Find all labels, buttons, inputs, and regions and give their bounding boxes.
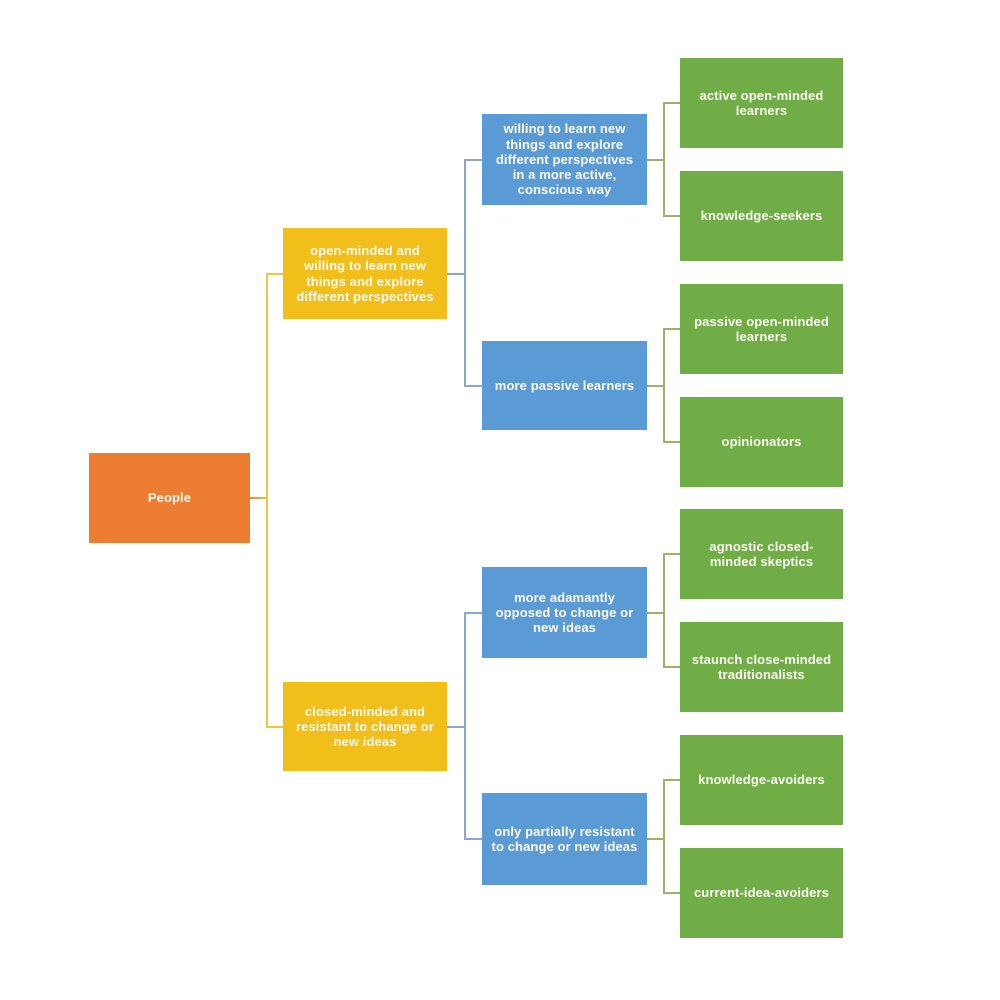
connector-segment [647,838,665,840]
node-people[interactable]: People [89,453,250,543]
connector-segment [664,553,680,555]
connector-segment [664,215,680,217]
node-active-conscious-learning[interactable]: willing to learn new things and explore … [482,114,647,205]
node-label: agnostic closed-minded skeptics [709,538,814,569]
node-label: willing to learn new things and explore … [495,121,634,198]
node-current-idea-avoiders[interactable]: current-idea-avoiders [680,848,843,938]
connector-segment [664,666,680,668]
node-label: only partially resistant to change or ne… [491,823,638,854]
connector-segment [267,726,283,728]
node-open-minded[interactable]: open-minded and willing to learn new thi… [283,228,447,319]
connector-segment [465,612,482,614]
connector-segment [663,553,665,668]
node-knowledge-avoiders[interactable]: knowledge-avoiders [680,735,843,825]
node-label: passive open-minded learners [694,313,829,344]
node-label: opinionators [721,434,802,450]
connector-segment [664,328,680,330]
connector-segment [464,612,466,840]
node-label: more adamantly opposed to change or new … [495,589,634,636]
node-label: knowledge-seekers [700,208,823,224]
node-label: more passive learners [494,377,635,393]
connector-segment [464,159,466,387]
node-label: closed-minded and resistant to change or… [295,703,434,750]
connector-segment [465,385,482,387]
connector-segment [250,497,268,499]
node-closed-minded[interactable]: closed-minded and resistant to change or… [283,682,447,771]
connector-segment [267,273,283,275]
connector-segment [663,779,665,894]
connector-segment [447,273,466,275]
node-partially-resistant[interactable]: only partially resistant to change or ne… [482,793,647,885]
connector-segment [664,102,680,104]
node-active-open-minded-learners[interactable]: active open-minded learners [680,58,843,148]
connector-segment [664,779,680,781]
node-adamantly-opposed[interactable]: more adamantly opposed to change or new … [482,567,647,658]
connector-segment [647,612,665,614]
node-label: open-minded and willing to learn new thi… [296,242,434,304]
node-more-passive-learners[interactable]: more passive learners [482,341,647,430]
connector-segment [647,385,665,387]
connector-segment [447,726,466,728]
connector-segment [664,441,680,443]
node-label: People [147,490,192,506]
node-label: current-idea-avoiders [693,885,830,901]
connector-segment [465,838,482,840]
node-staunch-close-minded-traditionalists[interactable]: staunch close-minded traditionalists [680,622,843,712]
node-opinionators[interactable]: opinionators [680,397,843,487]
node-passive-open-minded-learners[interactable]: passive open-minded learners [680,284,843,374]
connector-segment [465,159,482,161]
connector-segment [664,892,680,894]
node-agnostic-closed-minded-skeptics[interactable]: agnostic closed-minded skeptics [680,509,843,599]
node-label: knowledge-avoiders [698,772,825,788]
connector-segment [647,159,665,161]
connector-segment [266,273,268,728]
node-label: staunch close-minded traditionalists [691,651,832,682]
connector-segment [663,102,665,217]
connector-segment [663,328,665,443]
node-knowledge-seekers[interactable]: knowledge-seekers [680,171,843,261]
node-label: active open-minded learners [699,87,824,118]
